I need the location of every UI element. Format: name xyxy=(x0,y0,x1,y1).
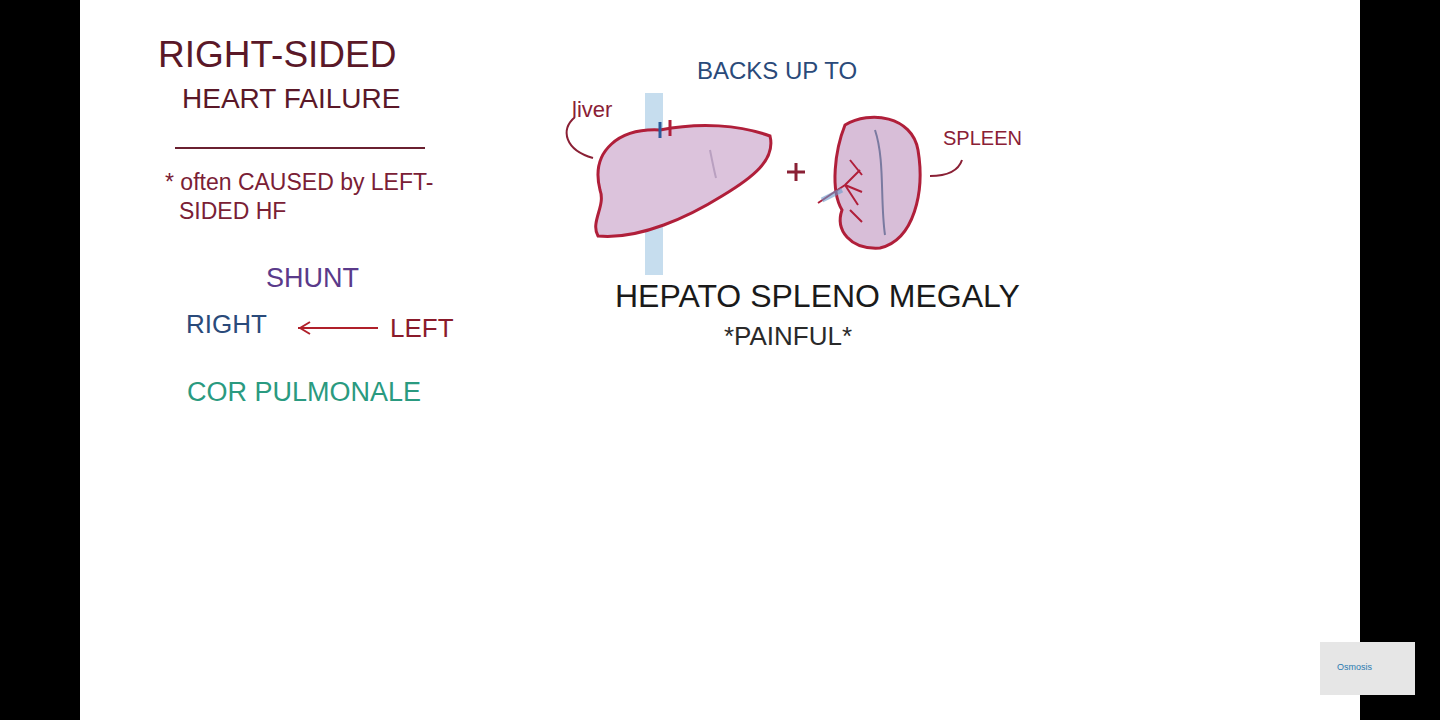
side-label: RIGHT xyxy=(186,308,267,341)
arrow-head xyxy=(300,322,310,334)
leader-line xyxy=(930,160,962,176)
spleen-line xyxy=(875,130,885,235)
slide-title: RIGHT-SIDED HEART FAILURE xyxy=(158,30,472,118)
note-label: *PAINFUL* xyxy=(724,320,852,353)
plus-sign xyxy=(787,163,805,181)
organ-label: liver xyxy=(572,96,612,124)
side-label: LEFT xyxy=(390,312,454,345)
watermark: Osmosis xyxy=(1337,662,1372,673)
note-text: * often CAUSED by LEFT-SIDED HF xyxy=(165,168,469,226)
spleen-vessels xyxy=(818,160,862,222)
heading-label: BACKS UP TO xyxy=(697,56,857,86)
term-label: COR PULMONALE xyxy=(187,376,421,410)
underline xyxy=(175,147,425,149)
condition-label: HEPATO SPLENO MEGALY xyxy=(615,276,1020,316)
liver-shape xyxy=(596,125,771,236)
vessel-line xyxy=(659,122,662,138)
leader-line xyxy=(567,117,593,158)
side-bar xyxy=(1360,0,1440,720)
side-bar xyxy=(0,0,80,720)
vessel-line xyxy=(669,120,672,136)
shunt-arrow xyxy=(298,327,378,329)
spleen-vein xyxy=(822,190,842,200)
organ-label: SPLEEN xyxy=(943,126,1022,151)
term-label: SHUNT xyxy=(266,262,359,296)
liver-lobe-line xyxy=(710,150,716,178)
